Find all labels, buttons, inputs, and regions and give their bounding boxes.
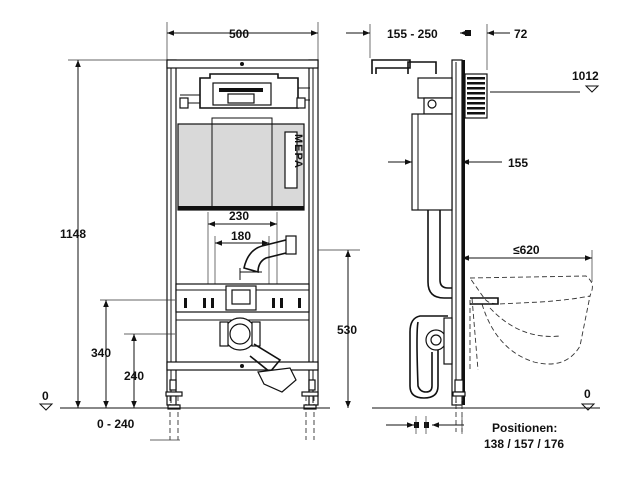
- dim-top-offset-label: 72: [514, 27, 528, 41]
- dim-width-label: 500: [229, 27, 249, 41]
- dim-bolt-spacing-label: 180: [231, 229, 251, 243]
- dim-wall-depth-label: 155 - 250: [387, 27, 438, 41]
- dim-height-label: 1148: [60, 227, 86, 241]
- dim-flush-spacing-label: 230: [229, 209, 249, 223]
- dim-drain-height-label: 340: [91, 346, 111, 360]
- dim-cistern-depth-label: 155: [508, 156, 528, 170]
- positions-label: Positionen:: [492, 421, 557, 435]
- dim-bowl-projection-label: ≤620: [513, 243, 540, 257]
- dim-floor-offset-label: 0 - 240: [97, 417, 135, 431]
- front-view: 500 MEPA 230: [38, 22, 360, 441]
- dim-supply-height-label: 240: [124, 369, 144, 383]
- dim-zero-left-label: 0: [42, 389, 49, 403]
- dim-zero-right-label: 0: [584, 387, 591, 401]
- positions-values: 138 / 157 / 176: [484, 437, 564, 451]
- svg-text:MEPA: MEPA: [292, 134, 304, 169]
- mepa-logo: MEPA: [284, 131, 304, 189]
- dim-top-height-label: 1012: [572, 69, 599, 83]
- dim-fixing-height-label: 530: [337, 323, 357, 337]
- side-view: 155 - 250 72 1012: [346, 24, 600, 451]
